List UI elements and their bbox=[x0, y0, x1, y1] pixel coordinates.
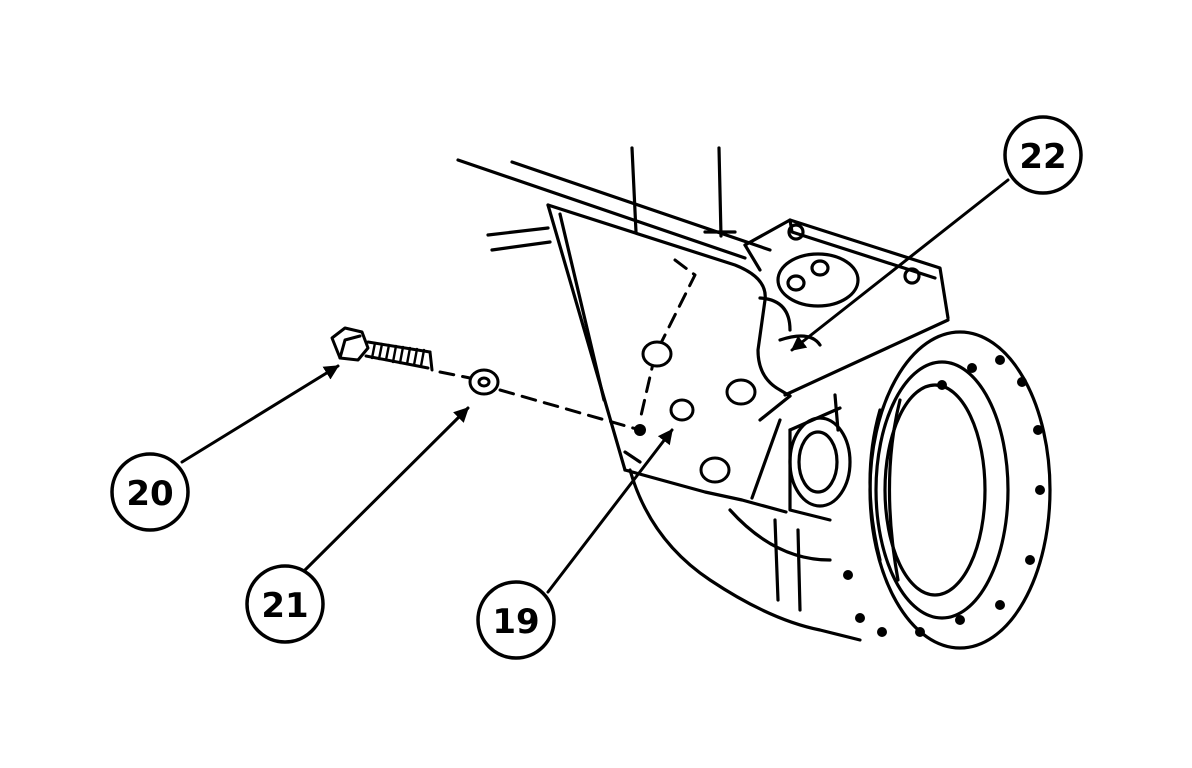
leader-19 bbox=[546, 428, 674, 594]
callout-21-label: 21 bbox=[261, 586, 308, 626]
leader-20 bbox=[180, 364, 340, 464]
leader-lines bbox=[180, 178, 1010, 594]
callout-22-label: 22 bbox=[1019, 137, 1066, 177]
assembly-centerline bbox=[438, 370, 642, 432]
callout-21: 21 bbox=[245, 564, 325, 644]
callout-19-label: 19 bbox=[492, 602, 539, 642]
leader-22 bbox=[790, 178, 1010, 352]
leader-21 bbox=[303, 406, 470, 572]
callout-22: 22 bbox=[1003, 115, 1083, 195]
callout-20: 20 bbox=[110, 452, 190, 532]
callout-19: 19 bbox=[476, 580, 556, 660]
hidden-outline bbox=[638, 258, 697, 422]
mounting-hole-marker bbox=[634, 424, 646, 436]
frame-bracket bbox=[456, 146, 792, 514]
callout-20-label: 20 bbox=[126, 474, 173, 514]
flange-holes bbox=[843, 355, 1045, 637]
axle-housing bbox=[628, 218, 1052, 650]
washer-part bbox=[468, 368, 500, 396]
plate-bolts bbox=[641, 340, 757, 484]
bolt-part bbox=[330, 326, 434, 372]
